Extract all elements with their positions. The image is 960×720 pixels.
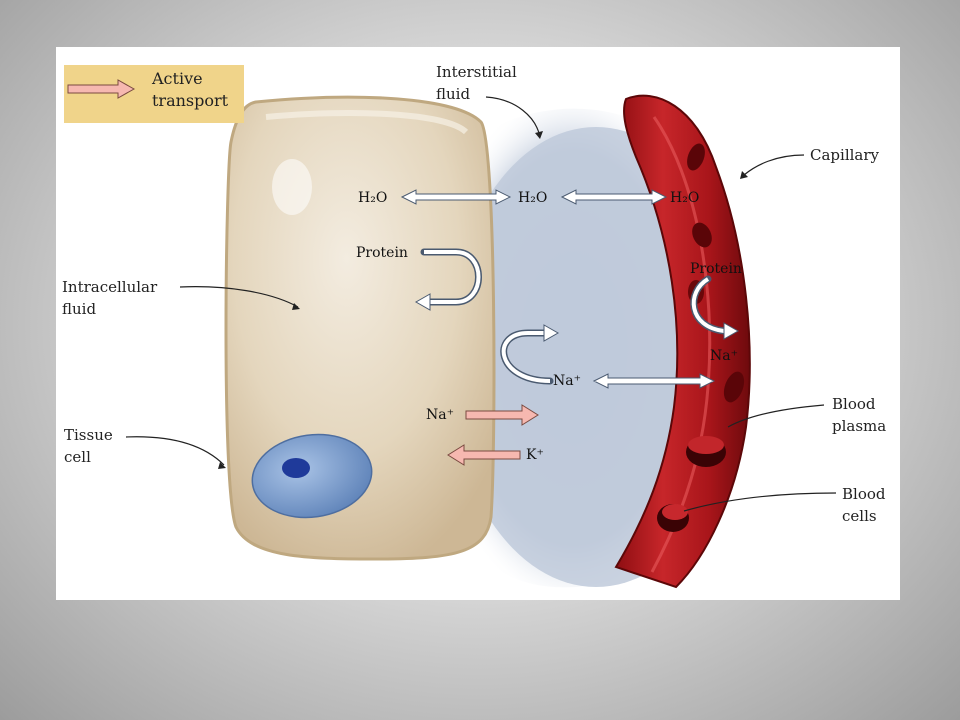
label-intracellular-2: fluid <box>62 300 96 318</box>
h2o-cell: H₂O <box>358 190 387 206</box>
blood-cell <box>688 436 724 454</box>
h2o-double-arrow-icon <box>560 189 668 205</box>
h2o-capillary: H₂O <box>670 190 699 206</box>
label-tissue-1: Tissue <box>64 426 113 444</box>
blood-cell <box>723 371 745 403</box>
legend: Active transport <box>64 65 244 123</box>
blood-cell <box>687 143 705 171</box>
legend-line-2: transport <box>152 91 229 110</box>
protein-cell-label: Protein <box>356 245 408 261</box>
active-transport-pumps: Na⁺ K⁺ <box>426 404 544 466</box>
label-capillary: Capillary <box>810 146 880 164</box>
protein-capillary-label: Protein <box>690 261 742 277</box>
label-blood-plasma-1: Blood <box>832 395 876 413</box>
cell-nucleolus <box>282 458 310 478</box>
active-transport-arrow-icon <box>67 79 136 99</box>
sodium-transport: Na⁺ Na⁺ <box>500 324 738 389</box>
label-blood-cells-2: cells <box>842 507 877 525</box>
h2o-interstitial: H₂O <box>518 190 547 206</box>
k-in-arrow-icon <box>447 444 521 466</box>
na-capillary: Na⁺ <box>710 348 738 364</box>
na-cell: Na⁺ <box>426 407 454 423</box>
diagram-figure: Active transport Interstitial fluid Capi… <box>56 47 900 600</box>
k-cell: K⁺ <box>526 447 544 463</box>
na-double-arrow-icon <box>592 373 716 389</box>
protein-transport: Protein Protein <box>356 245 742 340</box>
label-blood-cells-1: Blood <box>842 485 886 503</box>
na-interstitial: Na⁺ <box>553 373 581 389</box>
tissue-cell <box>224 95 496 561</box>
label-tissue-2: cell <box>64 448 91 466</box>
label-interstitial-1: Interstitial <box>436 63 517 81</box>
water-exchange: H₂O H₂O H₂O <box>358 189 699 206</box>
blood-cell <box>692 222 712 248</box>
label-intracellular-1: Intracellular <box>62 278 158 296</box>
h2o-double-arrow-icon <box>400 189 512 205</box>
label-interstitial-2: fluid <box>436 85 470 103</box>
cell-nucleus <box>251 433 373 519</box>
labels: Interstitial fluid Capillary Intracellul… <box>62 63 886 525</box>
blood-cell <box>662 504 688 520</box>
label-blood-plasma-2: plasma <box>832 417 886 435</box>
fluid-compartments-diagram: Active transport Interstitial fluid Capi… <box>62 63 886 589</box>
legend-line-1: Active <box>151 69 203 88</box>
na-out-arrow-icon <box>465 404 539 426</box>
